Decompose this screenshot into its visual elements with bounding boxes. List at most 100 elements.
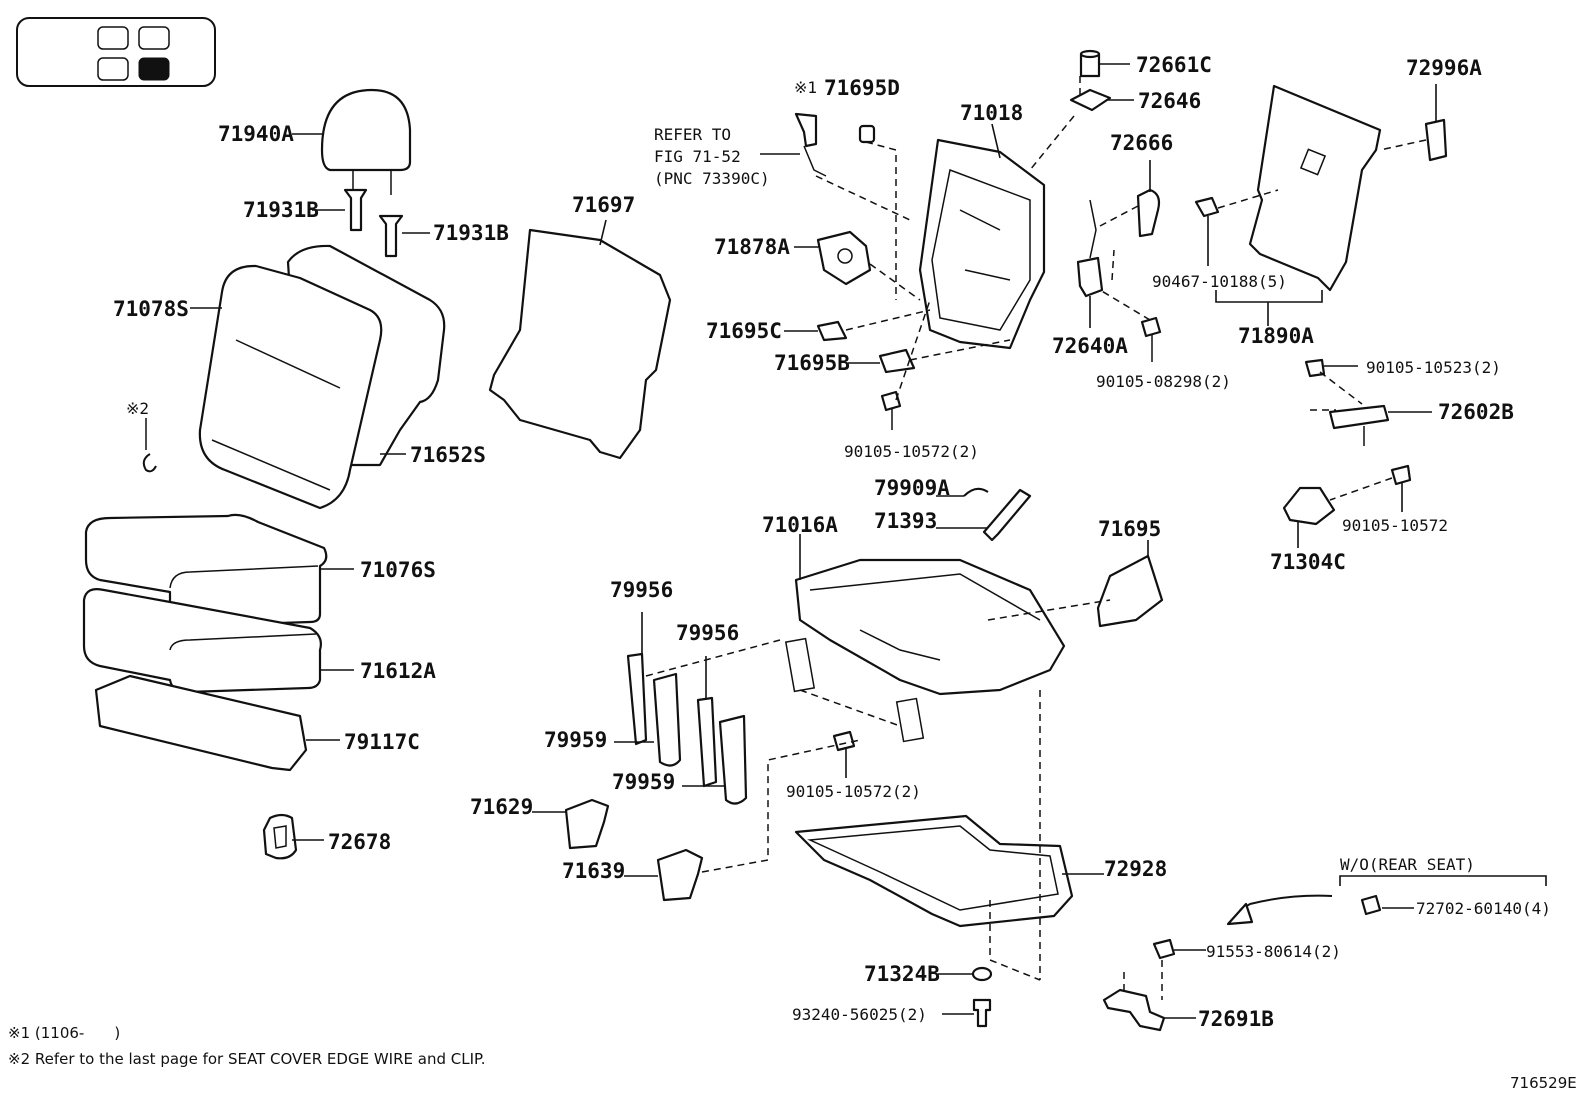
seatback-cover-assembly [190, 244, 446, 510]
label-79959-1: 79959 [544, 728, 607, 752]
label-71639: 71639 [562, 859, 625, 883]
wire-79909A [936, 487, 989, 497]
label-72646: 72646 [1138, 89, 1201, 113]
label-71931B-2: 71931B [433, 221, 509, 245]
label-71695D: 71695D [824, 76, 900, 100]
refer-line-1: REFER TO [654, 125, 731, 144]
label-72691B: 72691B [1198, 1007, 1274, 1031]
seat-cushion-pad [82, 588, 354, 694]
seatback-board [488, 219, 672, 460]
footnote-1: ※1 (1106- ) [8, 1024, 120, 1042]
label-71931B-1: 71931B [243, 198, 319, 222]
label-72678: 72678 [328, 830, 391, 854]
wo-rear-seat-group [1102, 875, 1547, 1032]
bracket-71695 [1096, 540, 1164, 628]
label-79959-2: 79959 [612, 770, 675, 794]
seatbelt-buckle-bracket [760, 112, 827, 177]
screw-93240-56025 [942, 998, 992, 1028]
cover-71629 [532, 798, 610, 850]
label-71612A: 71612A [360, 659, 436, 683]
cover-ring-part [262, 813, 324, 860]
label-93240-56025: 93240-56025(2) [792, 1005, 927, 1024]
clip-71695B [848, 348, 916, 374]
label-79909A: 79909A [874, 476, 950, 500]
bolt-90105-10572-b [1390, 464, 1412, 512]
harness-71393 [936, 488, 1032, 542]
label-79117C: 79117C [344, 730, 420, 754]
clip-71695C [784, 320, 848, 342]
seat-position-indicator-icon [16, 17, 216, 87]
label-71304C: 71304C [1270, 550, 1346, 574]
label-90105-10523: 90105-10523(2) [1366, 358, 1501, 377]
diagram-id: 716529E [1510, 1074, 1577, 1092]
hook-72996A [1424, 84, 1448, 162]
footnote-2: ※2 Refer to the last page for SEAT COVER… [8, 1050, 485, 1068]
label-79956-2: 79956 [676, 621, 739, 645]
label-90105-08298: 90105-08298(2) [1096, 372, 1231, 391]
headrest-guide-1 [312, 188, 368, 232]
cover-79959-1 [614, 672, 682, 767]
label-79956-1: 79956 [610, 578, 673, 602]
bracket-71304C [1282, 486, 1336, 548]
label-90105-10572-a: 90105-10572(2) [844, 442, 979, 461]
cap-72661C [1079, 49, 1130, 78]
label-72702-60140: 72702-60140(4) [1416, 899, 1551, 918]
label-71078S: 71078S [113, 297, 189, 321]
bracket-71878A [794, 230, 872, 286]
bolt-90105-08298 [1140, 316, 1162, 362]
label-71018: 71018 [960, 101, 1023, 125]
cushion-frame-71016A [784, 534, 1066, 743]
seatback-frame [918, 123, 1046, 350]
back-panel-71890A [1215, 84, 1382, 326]
label-71878A: 71878A [714, 235, 790, 259]
under-tray-72928 [794, 814, 1104, 928]
bolt-90105-10572-a [880, 390, 902, 430]
label-91553-80614: 91553-80614(2) [1206, 942, 1341, 961]
label-90105-10572-b: 90105-10572 [1342, 516, 1448, 535]
latch-72640A [1076, 199, 1104, 328]
label-72640A: 72640A [1052, 334, 1128, 358]
bolt-90105-10572-c [832, 730, 856, 778]
headrest-guide-2 [378, 214, 430, 258]
label-72666: 72666 [1110, 131, 1173, 155]
dashed-reference-lines [645, 76, 1427, 1000]
label-72661C: 72661C [1136, 53, 1212, 77]
label-71695B: 71695B [774, 351, 850, 375]
cap-71695D [858, 124, 876, 144]
cushion-sheet [94, 674, 340, 772]
cover-79959-2 [682, 714, 748, 805]
label-90467-10188: 90467-10188(5) [1152, 272, 1287, 291]
label-72996A: 72996A [1406, 56, 1482, 80]
label-71695: 71695 [1098, 517, 1161, 541]
label-71652S: 71652S [410, 443, 486, 467]
clip-90467-10188 [1194, 196, 1220, 266]
protector-79956-1 [626, 612, 648, 746]
label-90105-10572-c: 90105-10572(2) [786, 782, 921, 801]
cover-71639 [624, 848, 704, 902]
bolt-90105-10523 [1304, 358, 1358, 378]
headrest-assembly [292, 88, 412, 195]
label-71695C: 71695C [706, 319, 782, 343]
label-72928: 72928 [1104, 857, 1167, 881]
refer-line-2: FIG 71-52 [654, 147, 741, 166]
label-71393: 71393 [874, 509, 937, 533]
note2-mark: ※2 [126, 399, 149, 418]
bracket-72602B [1328, 404, 1432, 446]
wo-rear-seat-label: W/O(REAR SEAT) [1340, 855, 1475, 874]
label-71324B: 71324B [864, 962, 940, 986]
label-71076S: 71076S [360, 558, 436, 582]
label-71629: 71629 [470, 795, 533, 819]
note1-mark: ※1 [794, 78, 817, 97]
seat-cushion-cover [84, 513, 354, 628]
cover-72666 [1136, 160, 1161, 238]
label-71697: 71697 [572, 193, 635, 217]
protector-79956-2 [696, 656, 718, 788]
label-71016A: 71016A [762, 513, 838, 537]
label-72602B: 72602B [1438, 400, 1514, 424]
seat-cover-clip-mark [142, 418, 157, 473]
grommet-71324B [938, 966, 993, 982]
label-71940A: 71940A [218, 122, 294, 146]
label-71890A: 71890A [1238, 324, 1314, 348]
refer-line-3: (PNC 73390C) [654, 169, 770, 188]
